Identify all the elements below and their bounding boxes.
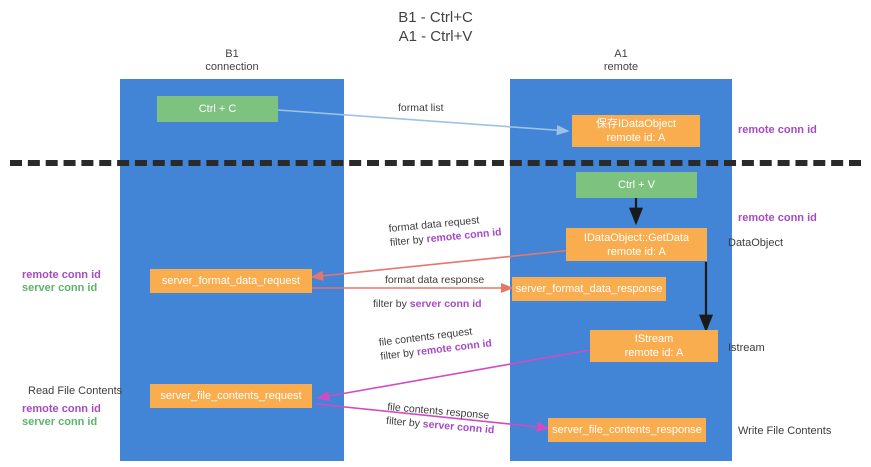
- annotation-dataobject: DataObject: [728, 237, 784, 249]
- legend-server-conn-id-lower: server conn id: [22, 416, 98, 428]
- node-istream[interactable]: IStream remote id: A: [590, 330, 718, 362]
- annotation-remote-conn-id-mid: remote conn id: [738, 212, 817, 224]
- node-ctrl-v[interactable]: Ctrl + V: [576, 172, 697, 198]
- node-server-format-data-response[interactable]: server_format_data_response: [512, 277, 666, 301]
- diagram-title: B1 - Ctrl+C A1 - Ctrl+V: [0, 8, 871, 46]
- node-ctrl-c-label: Ctrl + C: [198, 103, 237, 115]
- node-istream-line1: IStream: [634, 333, 674, 345]
- node-server-format-data-response-label: server_format_data_response: [515, 283, 663, 295]
- node-idataobject-getdata-line1: IDataObject::GetData: [583, 231, 690, 244]
- node-server-file-contents-request-label: server_file_contents_request: [160, 390, 302, 402]
- lane-header-b1: B1 connection: [120, 48, 344, 74]
- edge-format-list-arrow: [277, 109, 570, 136]
- annotation-read-file-contents: Read File Contents: [28, 385, 123, 397]
- node-ctrl-c[interactable]: Ctrl + C: [157, 96, 278, 122]
- node-ctrl-v-label: Ctrl + V: [618, 179, 655, 191]
- annotation-istream: Istream: [728, 342, 765, 354]
- node-server-format-data-request[interactable]: server_format_data_request: [150, 269, 312, 293]
- node-server-file-contents-response-label: server_file_contents_response: [552, 424, 702, 436]
- node-idataobject-getdata-line2: remote id: A: [607, 245, 666, 258]
- edge-label-format-data-response: format data response: [385, 273, 484, 287]
- edge-label-format-data-response-text: format data response: [385, 274, 485, 286]
- filter-prefix: filter by: [389, 233, 428, 249]
- node-save-idataobject-line1: 保存IDataObject: [595, 118, 677, 130]
- filter-prefix: filter by: [385, 414, 424, 431]
- lane-b1-role: connection: [205, 61, 259, 73]
- edge-file-contents-request-arrow: [316, 349, 591, 402]
- title-line-1: B1 - Ctrl+C: [398, 9, 473, 26]
- legend-remote-conn-id-upper: remote conn id: [22, 269, 101, 281]
- legend-remote-conn-id-lower: remote conn id: [22, 403, 101, 415]
- node-save-idataobject[interactable]: 保存IDataObject remote id: A: [572, 115, 700, 147]
- filter-prefix: filter by: [373, 298, 410, 310]
- node-server-file-contents-response[interactable]: server_file_contents_response: [548, 418, 706, 442]
- node-istream-line2: remote id: A: [624, 347, 684, 359]
- annotation-write-file-contents: Write File Contents: [738, 425, 832, 437]
- title-line-2: A1 - Ctrl+V: [398, 28, 473, 45]
- edge-label-format-list: format list: [398, 101, 444, 115]
- phase-separator: [10, 160, 861, 166]
- edge-label-format-list-text: format list: [398, 102, 444, 114]
- edge-label-format-data-response-filter: filter by server conn id: [373, 297, 482, 311]
- node-save-idataobject-line2: remote id: A: [606, 132, 666, 144]
- lane-b1-name: B1: [225, 48, 239, 60]
- annotation-remote-conn-id-top: remote conn id: [738, 124, 817, 136]
- edge-file-contents-response-arrow: [315, 403, 550, 432]
- node-idataobject-getdata[interactable]: IDataObject::GetData remote id: A: [566, 228, 707, 261]
- edge-format-data-request-arrow: [310, 249, 573, 281]
- node-server-file-contents-request[interactable]: server_file_contents_request: [150, 384, 312, 408]
- filter-key-server-conn-id: server conn id: [409, 298, 482, 310]
- node-server-format-data-request-label: server_format_data_request: [161, 275, 301, 287]
- legend-server-conn-id-upper: server conn id: [22, 282, 98, 294]
- lane-header-a1: A1 remote: [510, 48, 732, 74]
- lane-a1-name: A1: [614, 48, 628, 60]
- lane-a1-role: remote: [603, 61, 639, 73]
